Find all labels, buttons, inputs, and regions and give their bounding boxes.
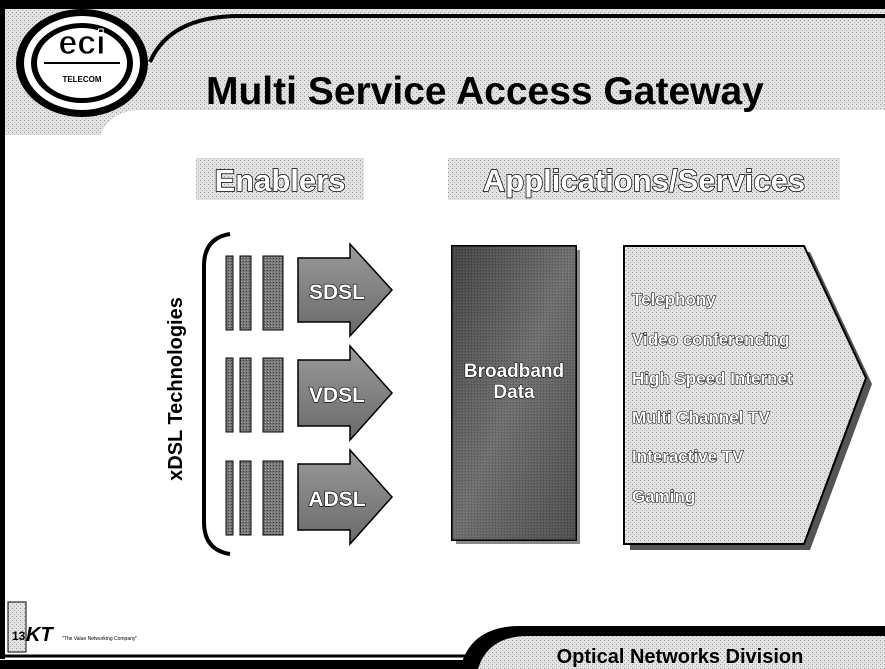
xdsl-row-sdsl: SDSL xyxy=(225,242,394,338)
division-label: Optical Networks Division xyxy=(557,646,804,668)
left-border xyxy=(0,9,5,659)
sdsl-arrow xyxy=(297,242,394,338)
header-band xyxy=(0,9,885,135)
sdsl-label: SDSL xyxy=(309,281,365,304)
kt-tagline: "The Value Networking Company" xyxy=(62,636,137,642)
kt-logo: KT xyxy=(26,624,54,646)
adsl-label: ADSL xyxy=(308,488,365,511)
xdsl-side-label: xDSL Technologies xyxy=(165,297,187,481)
broadband-block: Broadband Data xyxy=(451,245,580,544)
page-number: 13 xyxy=(12,629,26,643)
broadband-line1: Broadband xyxy=(464,361,564,382)
xdsl-row-vdsl: VDSL xyxy=(225,344,394,442)
service-item: Telephony xyxy=(632,290,716,309)
vdsl-label: VDSL xyxy=(309,384,365,407)
top-border xyxy=(0,0,885,9)
footer-band: Optical Networks Division xyxy=(0,626,885,669)
broadband-line2: Data xyxy=(493,382,535,403)
service-item: High Speed Internet xyxy=(632,369,793,388)
eci-logo: eci TELECOM xyxy=(16,9,148,117)
services-list: Telephony Video conferencing High Speed … xyxy=(631,289,793,506)
footer-left: 13 KT "The Value Networking Company" xyxy=(7,601,137,653)
service-item: Interactive TV xyxy=(632,447,744,466)
xdsl-row-adsl: ADSL xyxy=(225,448,394,546)
applications-header: Applications/Services xyxy=(448,158,840,200)
header-curve xyxy=(148,14,885,63)
service-item: Multi Channel TV xyxy=(632,408,771,427)
eci-logo-subtext: TELECOM xyxy=(62,75,101,84)
services-arrow xyxy=(623,245,872,550)
enablers-header: Enablers xyxy=(196,158,364,200)
page-title: Multi Service Access Gateway xyxy=(206,70,764,113)
adsl-arrow xyxy=(297,448,394,546)
service-item: Video conferencing xyxy=(632,330,789,349)
service-item: Gaming xyxy=(632,487,695,506)
vdsl-arrow xyxy=(297,344,394,442)
enablers-label: Enablers xyxy=(215,163,346,198)
applications-label: Applications/Services xyxy=(483,163,805,198)
xdsl-bracket xyxy=(202,232,231,556)
eci-logo-text: eci xyxy=(58,24,105,62)
